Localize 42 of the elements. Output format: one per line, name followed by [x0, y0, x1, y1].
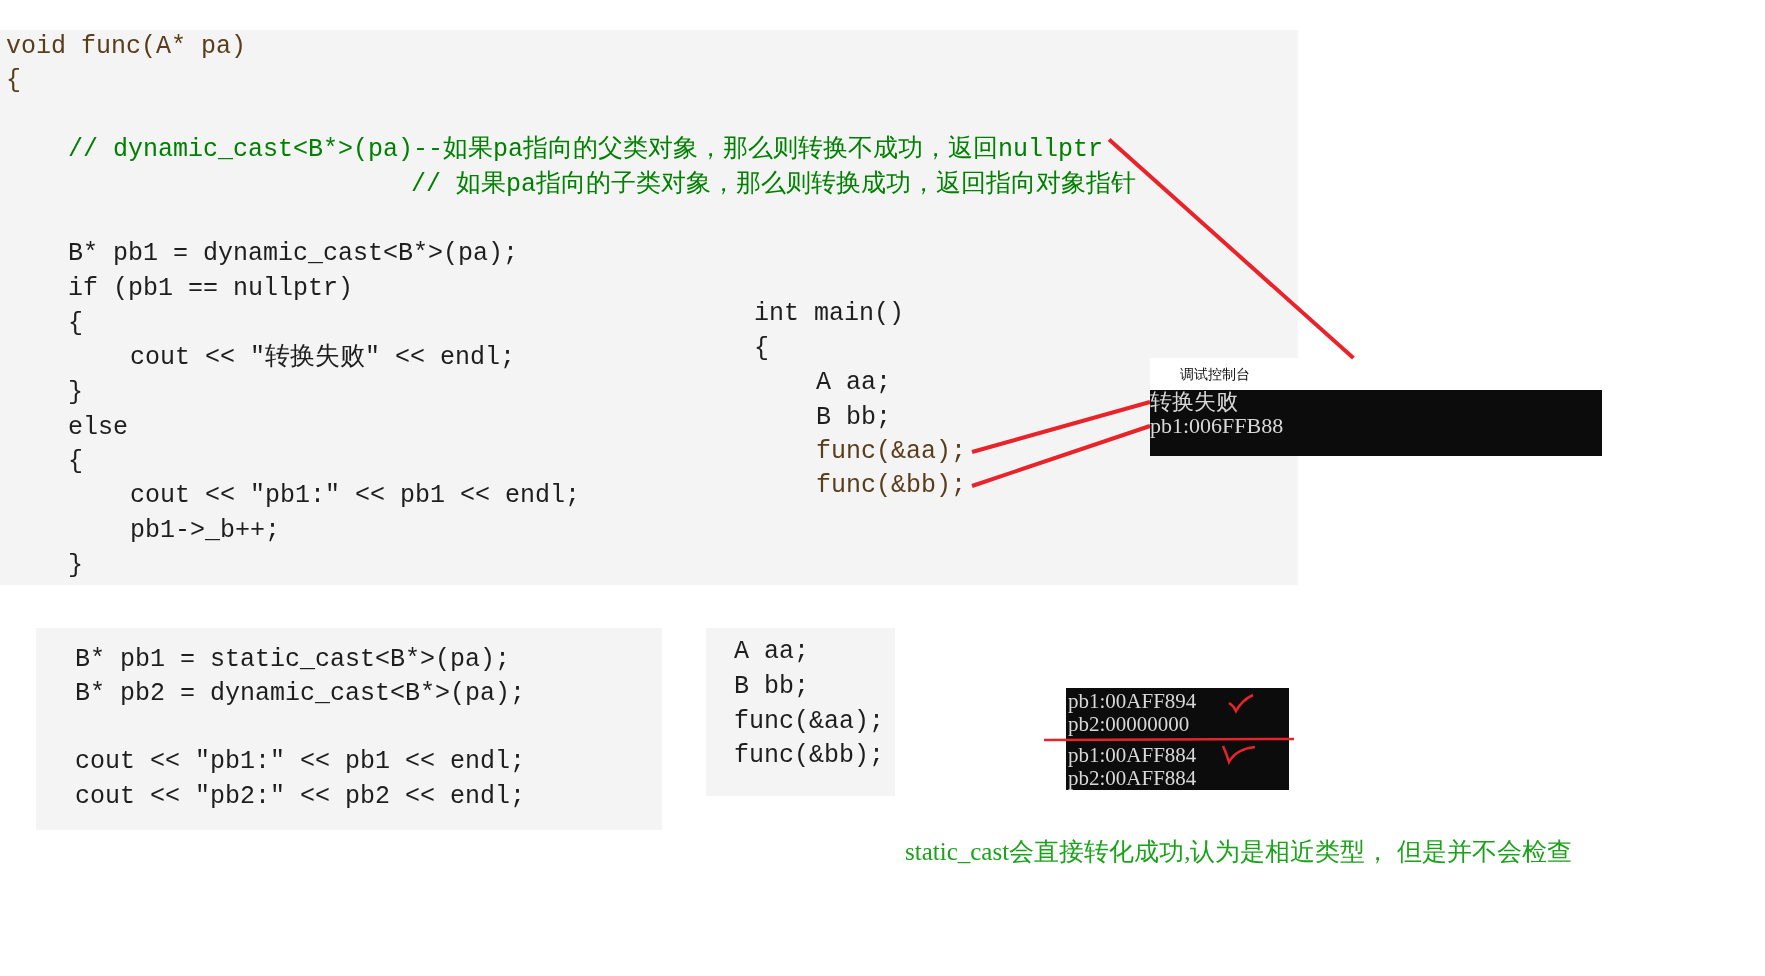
code-line: {	[6, 66, 21, 96]
code-line: cout << "pb1:" << pb1 << endl;	[130, 481, 581, 511]
console-line: pb1:006FFB88	[1150, 414, 1284, 438]
code-line: func(&bb);	[816, 471, 967, 501]
annotation-line	[1107, 138, 1355, 360]
code-line: func(&aa);	[734, 707, 885, 737]
code-line: B bb;	[734, 672, 809, 702]
code-line: }	[68, 378, 83, 408]
code-line: B* pb2 = dynamic_cast<B*>(pa);	[75, 679, 526, 709]
code-line: int main()	[754, 299, 905, 329]
code-line: A aa;	[734, 637, 809, 667]
code-line: B* pb1 = dynamic_cast<B*>(pa);	[68, 239, 519, 269]
code-line: {	[68, 447, 83, 477]
code-line: else	[68, 413, 128, 443]
console-line: 转换失败	[1150, 390, 1238, 414]
code-line: }	[68, 551, 83, 581]
code-line: cout << "pb1:" << pb1 << endl;	[75, 747, 526, 777]
code-line: cout << "转换失败" << endl;	[130, 343, 516, 373]
code-line: cout << "pb2:" << pb2 << endl;	[75, 782, 526, 812]
code-comment: // 如果pa指向的子类对象，那么则转换成功，返回指向对象指针	[411, 170, 1136, 200]
note-text: static_cast会直接转化成功,认为是相近类型， 但是并不会检查	[905, 837, 1572, 867]
code-line: void func(A* pa)	[6, 32, 247, 62]
code-line: A aa;	[816, 368, 891, 398]
code-line: B* pb1 = static_cast<B*>(pa);	[75, 645, 511, 675]
console-window	[1066, 688, 1289, 790]
code-line: if (pb1 == nullptr)	[68, 274, 354, 304]
console-window	[1150, 358, 1602, 456]
code-comment: // dynamic_cast<B*>(pa)--如果pa指向的父类对象，那么则转换不成功，返回nullptr	[68, 135, 1104, 165]
console-line: pb2:00AFF884	[1068, 767, 1197, 790]
window-title: 调试控制台	[1180, 365, 1250, 384]
annotation-line	[971, 400, 1151, 454]
code-line: func(&bb);	[734, 741, 885, 771]
code-panel	[0, 30, 1298, 585]
code-line: {	[754, 334, 769, 364]
annotation-line	[971, 424, 1151, 488]
code-line: func(&aa);	[816, 437, 967, 467]
console-line: pb2:00000000	[1068, 713, 1190, 736]
code-line: B bb;	[816, 403, 891, 433]
console-line: pb1:00AFF894	[1068, 690, 1197, 713]
code-line: {	[68, 309, 83, 339]
code-line: pb1->_b++;	[130, 516, 281, 546]
console-line: pb1:00AFF884	[1068, 744, 1197, 767]
